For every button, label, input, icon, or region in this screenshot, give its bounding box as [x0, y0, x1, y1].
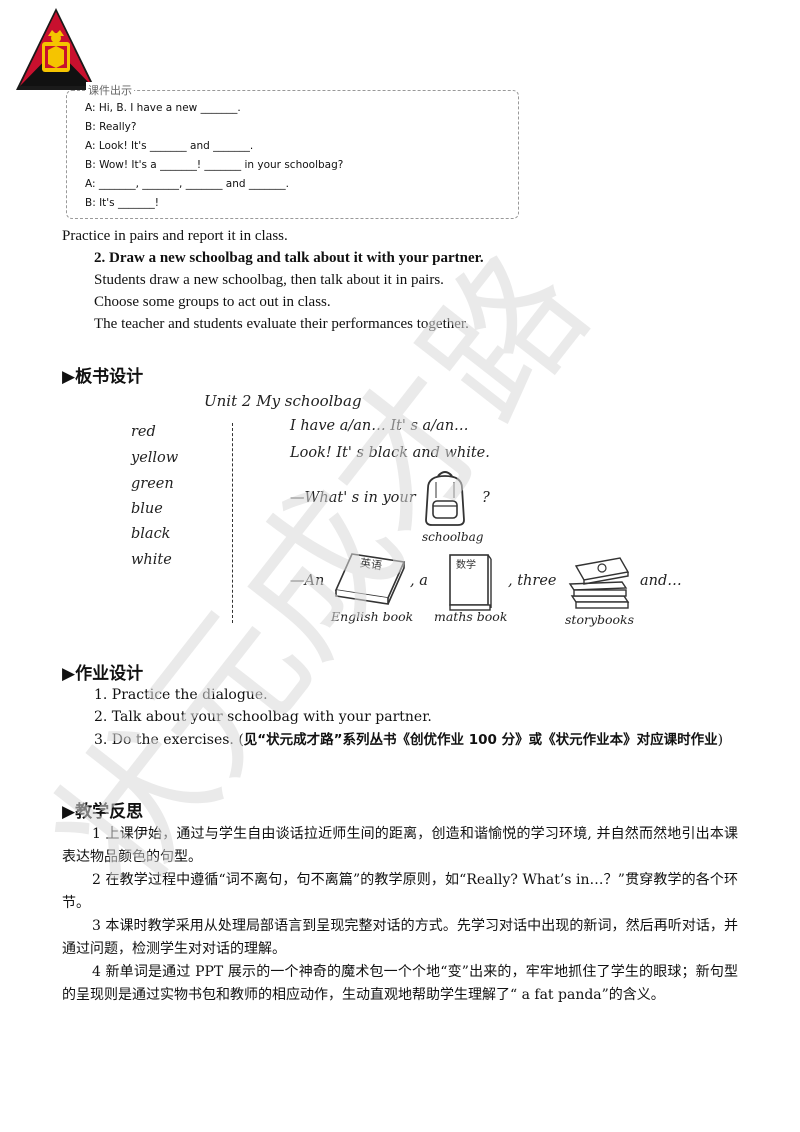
reflection-paragraph: 4 新单词是通过 PPT 展示的一个神奇的魔术包一个个地“变”出来的，牢牢地抓住… — [62, 964, 738, 1003]
english-book-icon — [334, 553, 406, 605]
school-crest-logo — [16, 8, 96, 90]
storybooks-icon — [568, 557, 630, 609]
practice-line: Practice in pairs and report it in class… — [62, 228, 288, 244]
color-word: black — [131, 526, 171, 542]
dialogue-line: A: _______, _______, _______ and _______… — [85, 178, 289, 190]
dialogue-line: A: Look! It's _______ and _______. — [85, 140, 254, 152]
board-an: —An — [290, 573, 325, 589]
color-word: yellow — [131, 450, 179, 466]
homework-heading: ▶作业设计 — [62, 664, 144, 684]
step2-line: Choose some groups to act out in class. — [94, 294, 331, 310]
board-sentence: I have a/an… It' s a/an… — [290, 418, 469, 434]
homework-item-3-end: ) — [717, 732, 724, 748]
homework-item: 2. Talk about your schoolbag with your p… — [94, 709, 432, 725]
board-title: Unit 2 My schoolbag — [204, 392, 362, 410]
step2-title: 2. Draw a new schoolbag and talk about i… — [94, 250, 484, 266]
maths-book-cover: 数学 — [456, 560, 476, 571]
schoolbag-label: schoolbag — [422, 530, 484, 544]
box-tag: 课件出示 — [86, 82, 134, 98]
reflection-heading: ▶教学反思 — [62, 802, 144, 822]
dialogue-line: B: Wow! It's a _______! _______ in your … — [85, 159, 344, 171]
reflection-paragraph: 3 本课时教学采用从处理局部语言到呈现完整对话的方式。先学习对话中出现的新词，然… — [62, 918, 738, 957]
board-heading: ▶板书设计 — [62, 367, 144, 387]
color-word: red — [131, 424, 156, 440]
board-divider — [232, 423, 233, 623]
color-word: blue — [131, 501, 163, 517]
board-three: , three — [508, 573, 557, 589]
dialogue-line: B: Really? — [85, 121, 137, 133]
maths-book-label: maths book — [434, 609, 508, 624]
reflection-paragraph: 2 在教学过程中遵循“词不离句，句不离篇”的教学原则，如“Really? Wha… — [62, 872, 738, 911]
step2-line: Students draw a new schoolbag, then talk… — [94, 272, 444, 288]
schoolbag-icon — [425, 471, 465, 526]
english-book-label: English book — [331, 609, 414, 624]
storybooks-label: storybooks — [565, 612, 635, 627]
english-book-cover: 英语 — [359, 556, 383, 573]
reflection-paragraph: 1 上课伊始，通过与学生自由谈话拉近师生间的距离，创造和谐愉悦的学习环境, 并自… — [62, 826, 738, 865]
dialogue-box — [66, 90, 519, 219]
board-sentence: Look! It' s black and white. — [290, 445, 490, 461]
homework-item-3-reference: 见“状元成才路”系列丛书《创优作业 100 分》或《状元作业本》对应课时作业 — [243, 732, 718, 748]
maths-book-icon — [449, 554, 492, 611]
board-a: , a — [410, 573, 428, 589]
color-word: green — [131, 476, 174, 492]
homework-item-3-start: 3. Do the exercises. ( — [94, 732, 244, 748]
board-and: and… — [640, 573, 682, 589]
step2-line: The teacher and students evaluate their … — [94, 316, 469, 332]
homework-item: 1. Practice the dialogue. — [94, 687, 268, 703]
board-question: —What' s in your — [290, 490, 416, 506]
board-question-mark: ? — [482, 490, 490, 506]
color-word: white — [131, 552, 172, 568]
homework-item-3: 3. Do the exercises. (见“状元成才路”系列丛书《创优作业 … — [62, 729, 738, 752]
dialogue-line: B: It's _______! — [85, 197, 159, 209]
dialogue-line: A: Hi, B. I have a new _______. — [85, 102, 241, 114]
